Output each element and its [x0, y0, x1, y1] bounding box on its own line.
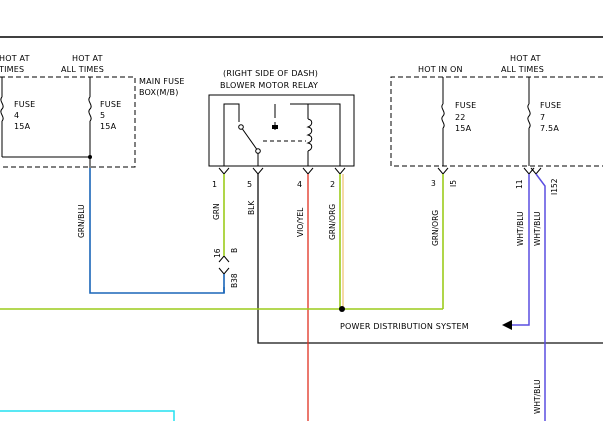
fuse-4-number: 4 — [14, 111, 19, 120]
wire-label-wht-blu-b: WHT/BLU — [533, 211, 542, 246]
wire-wht-blu-b — [535, 173, 546, 421]
fuse-7-symbol — [527, 103, 531, 129]
fuse-4-label: FUSE — [14, 100, 35, 109]
splice-dot-green-bus — [339, 306, 345, 312]
label-all-times-right: ALL TIMES — [501, 65, 544, 74]
wire-label-blk: BLK — [247, 200, 256, 215]
wire-label-grn-org: GRN/ORG — [328, 204, 337, 240]
relay-internal-wiring — [223, 103, 341, 166]
wire-label-wht-blu-c: WHT/BLU — [533, 379, 542, 414]
relay-pin-1: 1 — [212, 180, 217, 189]
label-power-distribution-system: POWER DISTRIBUTION SYSTEM — [340, 322, 469, 331]
label-box-mb: BOX(M/B) — [139, 88, 179, 97]
connector-i5-label: I5 — [449, 180, 458, 187]
fuse-5-number: 5 — [100, 111, 105, 120]
fuse-4-symbol — [0, 96, 4, 122]
label-blower-motor-relay: BLOWER MOTOR RELAY — [220, 81, 318, 90]
label-all-times-mid: ALL TIMES — [61, 65, 104, 74]
main-fuse-box-outline — [0, 76, 136, 168]
fuse-7-rating: 7.5A — [540, 124, 559, 133]
fuse-4-rating: 15A — [14, 122, 31, 131]
right-connector-marks — [437, 167, 542, 175]
relay-pin-2: 2 — [330, 180, 335, 189]
right-fuse-box-outline — [390, 76, 603, 167]
label-hot-in-on: HOT IN ON — [418, 65, 463, 74]
wire-blk — [257, 174, 603, 344]
connector-i152-label: I152 — [550, 178, 559, 195]
wire-label-grn-org-right: GRN/ORG — [431, 210, 440, 246]
relay-pin-marks — [218, 167, 346, 175]
wire-cyan — [0, 410, 175, 421]
label-hot-at-right: HOT AT — [510, 54, 541, 63]
fuse-7-label: FUSE — [540, 101, 561, 110]
arrow-power-distribution — [502, 320, 512, 330]
fuse-22-symbol — [441, 103, 445, 129]
label-hot-at-mid: HOT AT — [72, 54, 103, 63]
connector-b38-pin-a: 16 — [213, 248, 222, 258]
label-hot-at-left: HOT AT — [0, 54, 30, 63]
relay-pin-4: 4 — [297, 180, 302, 189]
blower-motor-relay-box — [208, 94, 355, 167]
label-right-side-dash: (RIGHT SIDE OF DASH) — [223, 69, 318, 78]
connector-i5-pin: 3 — [431, 179, 436, 188]
connector-b38-pin-b: B — [230, 248, 239, 253]
fuse-5-symbol — [88, 96, 92, 122]
wire-label-grn: GRN — [212, 203, 221, 220]
fuse-22-number: 22 — [455, 113, 466, 122]
wire-label-wht-blu-a: WHT/BLU — [516, 211, 525, 246]
relay-pin-5: 5 — [247, 180, 252, 189]
wire-label-vio-yel: VIO/YEL — [296, 207, 305, 237]
connector-b38-label: B38 — [230, 273, 239, 288]
fuse-5-rating: 15A — [100, 122, 117, 131]
wire-grn-blu — [89, 168, 225, 294]
wire-wht-blu-a — [512, 174, 530, 326]
fuse-5-label: FUSE — [100, 100, 121, 109]
fuse-22-label: FUSE — [455, 101, 476, 110]
label-times-left: TIMES — [0, 65, 24, 74]
fuse-7-number: 7 — [540, 113, 545, 122]
wire-label-grn-blu: GRN/BLU — [77, 204, 86, 238]
fuse-22-rating: 15A — [455, 124, 472, 133]
label-main-fuse: MAIN FUSE — [139, 77, 185, 86]
connector-i152-pin: 11 — [515, 179, 524, 189]
